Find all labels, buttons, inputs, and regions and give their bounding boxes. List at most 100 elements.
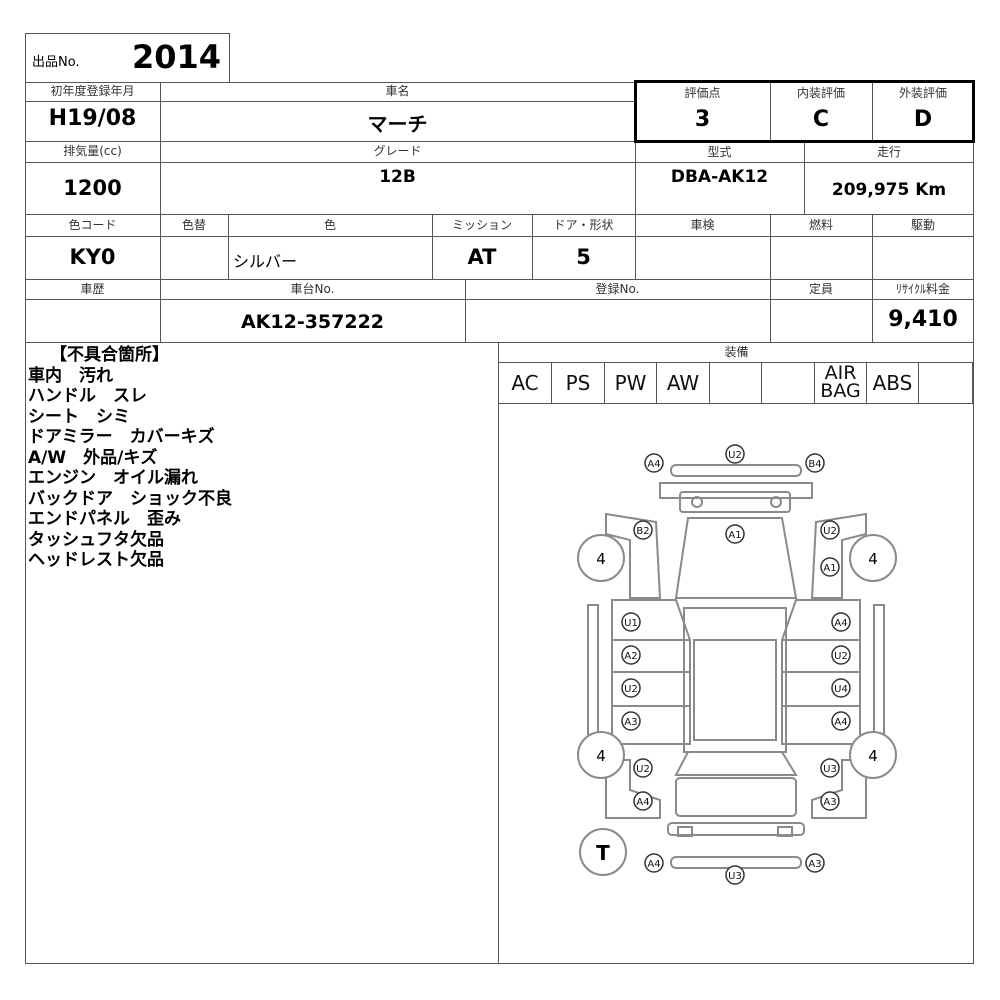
svg-text:U3: U3: [728, 871, 742, 882]
damage-mark-a3: A3: [621, 711, 641, 731]
damage-mark-a4: A4: [831, 612, 851, 632]
equipment-row: [499, 362, 973, 404]
equipment-label: 装備: [724, 345, 749, 359]
reg-date-value: H19/08: [48, 106, 137, 131]
defect-item: タッシュフタ欠品: [28, 529, 164, 550]
damage-mark-u1: U1: [621, 612, 641, 632]
damage-mark-a4: A4: [644, 453, 664, 473]
damage-mark-u2: U2: [633, 758, 653, 778]
tire-front-right: 4: [849, 534, 897, 582]
equipment-aw: AW: [657, 362, 710, 404]
defect-list: 【不具合箇所】 車内 汚れ ハンドル スレ シート シミ ドアミラー カバーキズ…: [28, 345, 498, 571]
defect-item: 車内 汚れ: [28, 365, 113, 386]
color-code-label: 色コード: [68, 218, 117, 232]
defect-item: ハンドル スレ: [28, 386, 147, 406]
svg-text:A2: A2: [624, 651, 637, 662]
car-outline: [587, 464, 885, 869]
recycle-value: 9,410: [888, 307, 958, 332]
capacity-label: 定員: [808, 282, 833, 296]
mileage-label: 走行: [876, 145, 901, 159]
exterior-label: 外装評価: [898, 86, 947, 100]
spare-tire: T: [579, 828, 627, 876]
damage-mark-a2: A2: [621, 645, 641, 665]
car-name-label: 車名: [385, 84, 410, 98]
svg-text:4: 4: [868, 747, 878, 765]
defect-item: ドアミラー カバーキズ: [28, 427, 215, 447]
lot-label: 出品No.: [32, 55, 80, 70]
recolor-label: 色替: [181, 218, 206, 232]
svg-text:U3: U3: [823, 764, 837, 775]
svg-text:4: 4: [596, 747, 606, 765]
inspection-label: 車検: [690, 218, 715, 232]
equipment-abs: ABS: [867, 362, 919, 404]
damage-mark-u2: U2: [831, 645, 851, 665]
tire-front-left: 4: [577, 534, 625, 582]
evaluation-box: [634, 80, 975, 143]
damage-mark-a4: A4: [633, 791, 653, 811]
model-value: DBA-AK12: [670, 167, 769, 187]
damage-mark-b4: B4: [805, 453, 825, 473]
history-label: 車歴: [80, 282, 105, 296]
svg-text:U2: U2: [636, 764, 650, 775]
svg-text:4: 4: [596, 550, 606, 568]
door-value: 5: [576, 245, 591, 269]
cc-label: 排気量(cc): [63, 144, 122, 158]
damage-mark-u2: U2: [725, 444, 745, 464]
score-value: 3: [694, 107, 711, 132]
svg-text:U2: U2: [624, 684, 638, 695]
reg-date-label: 初年度登録年月: [50, 84, 135, 98]
tire-rear-left: 4: [577, 731, 625, 779]
score-label: 評価点: [684, 86, 721, 100]
defect-title: 【不具合箇所】: [50, 345, 169, 365]
interior-value: C: [812, 107, 830, 132]
mission-label: ミッション: [451, 218, 512, 232]
mileage-value: 209,975 Km: [831, 180, 947, 200]
color-code-value: KY0: [69, 245, 116, 269]
defect-item: エンドパネル 歪み: [28, 509, 181, 529]
regno-label: 登録No.: [595, 282, 640, 296]
svg-text:4: 4: [868, 550, 878, 568]
fuel-label: 燃料: [808, 218, 833, 232]
grade-value: 12B: [379, 167, 416, 187]
damage-mark-a4: A4: [831, 711, 851, 731]
svg-text:A3: A3: [808, 859, 821, 870]
damage-mark-u3: U3: [725, 865, 745, 885]
interior-label: 内装評価: [796, 86, 845, 100]
damage-mark-a1: A1: [725, 524, 745, 544]
svg-text:U1: U1: [624, 618, 638, 629]
equipment-ps: PS: [552, 362, 605, 404]
damage-mark-u2: U2: [820, 520, 840, 540]
svg-text:A3: A3: [823, 797, 836, 808]
damage-mark-a3: A3: [805, 853, 825, 873]
defect-item: A/W 外品/キズ: [28, 447, 158, 468]
mission-value: AT: [467, 245, 497, 269]
equipment-empty: [919, 362, 973, 404]
damage-mark-u2: U2: [621, 678, 641, 698]
equipment-pw: PW: [605, 362, 657, 404]
equipment-empty: [710, 362, 762, 404]
damage-mark-u4: U4: [831, 678, 851, 698]
svg-text:A4: A4: [834, 717, 847, 728]
svg-text:U2: U2: [823, 526, 837, 537]
lot-number: 2014: [131, 38, 221, 76]
tire-rear-right: 4: [849, 731, 897, 779]
car-name-value: マーチ: [367, 112, 428, 136]
svg-text:A4: A4: [647, 859, 660, 870]
equipment-airbag: AIR BAG: [815, 362, 867, 404]
svg-text:A4: A4: [636, 797, 649, 808]
svg-text:A4: A4: [834, 618, 847, 629]
damage-mark-a3: A3: [820, 791, 840, 811]
cc-value: 1200: [63, 176, 122, 200]
damage-mark-u3: U3: [820, 758, 840, 778]
defect-item: バックドア ショック不良: [28, 488, 232, 509]
exterior-value: D: [913, 107, 933, 132]
color-label: 色: [323, 218, 336, 232]
model-label: 型式: [707, 145, 732, 159]
svg-text:A1: A1: [823, 563, 836, 574]
recycle-label: ﾘｻｲｸﾙ料金: [895, 282, 950, 296]
damage-mark-a4: A4: [644, 853, 664, 873]
svg-text:U2: U2: [728, 450, 742, 461]
equipment-empty: [762, 362, 815, 404]
